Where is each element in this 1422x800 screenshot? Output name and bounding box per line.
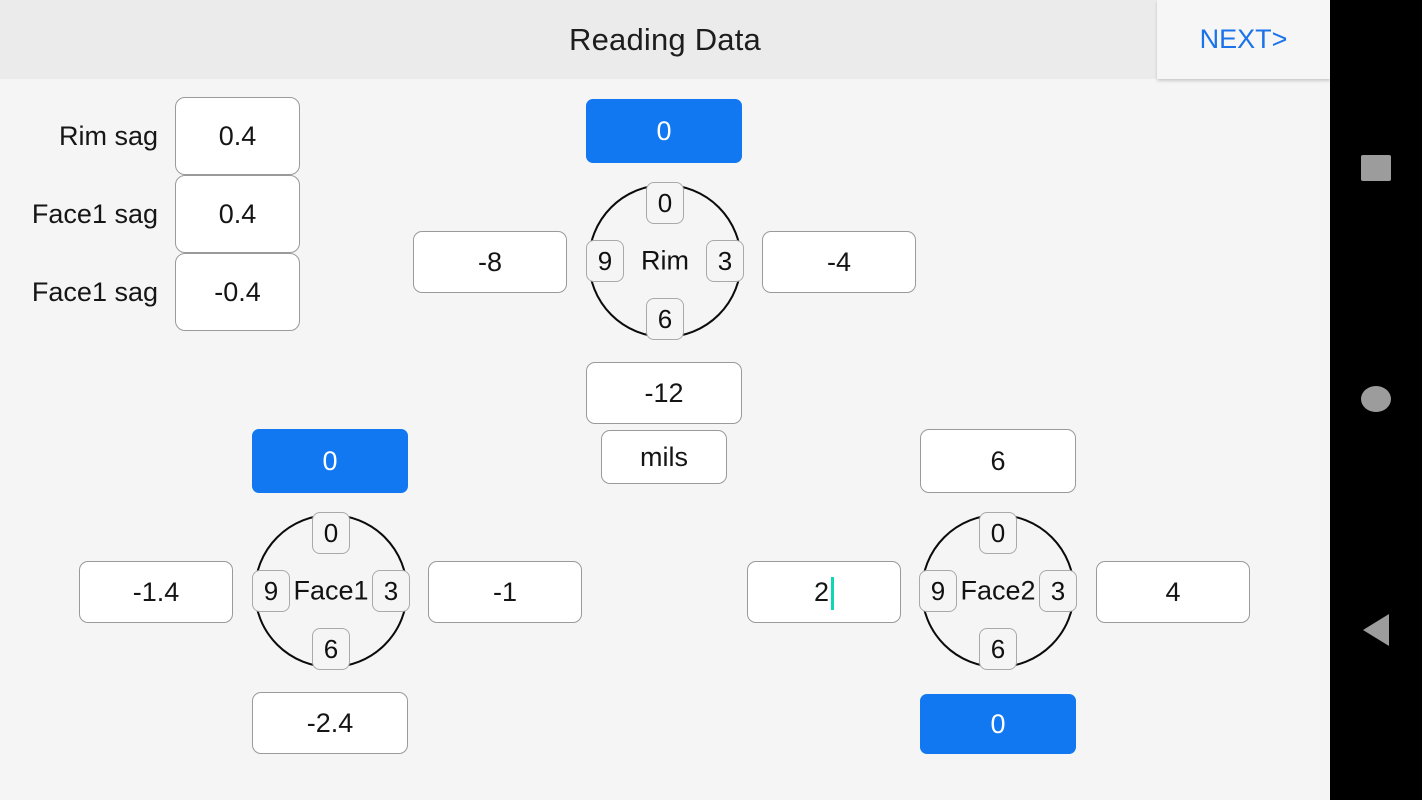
face2-reading-bottom[interactable]: 0 bbox=[920, 694, 1076, 754]
sag-input-rim[interactable]: 0.4 bbox=[175, 97, 300, 175]
dial-tick-face1-9[interactable]: 9 bbox=[252, 570, 290, 612]
circle-icon[interactable] bbox=[1361, 386, 1391, 412]
dial-tick-rim-3[interactable]: 3 bbox=[706, 240, 744, 282]
rim-reading-top[interactable]: 0 bbox=[586, 99, 742, 163]
face2-reading-right[interactable]: 4 bbox=[1096, 561, 1250, 623]
dial-label-face2: Face2 bbox=[960, 575, 1036, 606]
rim-reading-bottom[interactable]: -12 bbox=[586, 362, 742, 424]
triangle-left-icon[interactable] bbox=[1363, 614, 1389, 646]
next-button[interactable]: NEXT> bbox=[1157, 0, 1330, 79]
face1-dial[interactable]: Face1 0 3 6 9 bbox=[252, 512, 410, 670]
dial-label-rim: Rim bbox=[641, 245, 689, 276]
face2-dial[interactable]: Face2 0 3 6 9 bbox=[919, 512, 1077, 670]
dial-tick-face2-0[interactable]: 0 bbox=[979, 512, 1017, 554]
dial-tick-face1-3[interactable]: 3 bbox=[372, 570, 410, 612]
dial-tick-face1-6[interactable]: 6 bbox=[312, 628, 350, 670]
face1-reading-bottom[interactable]: -2.4 bbox=[252, 692, 408, 754]
rim-reading-right[interactable]: -4 bbox=[762, 231, 916, 293]
text-caret bbox=[831, 576, 835, 610]
rim-unit-field[interactable]: mils bbox=[601, 430, 727, 484]
face1-reading-left[interactable]: -1.4 bbox=[79, 561, 233, 623]
page-title: Reading Data bbox=[569, 22, 761, 57]
app-content: Reading Data NEXT> Rim sag 0.4 Face1 sag… bbox=[0, 0, 1330, 754]
android-navigation-bar bbox=[1330, 0, 1422, 800]
dial-tick-face2-6[interactable]: 6 bbox=[979, 628, 1017, 670]
face2-reading-top[interactable]: 6 bbox=[920, 429, 1076, 493]
face1-reading-right[interactable]: -1 bbox=[428, 561, 582, 623]
face2-reading-left-value: 2 bbox=[813, 576, 830, 607]
dial-tick-face2-9[interactable]: 9 bbox=[919, 570, 957, 612]
sag-label-face1: Face1 sag bbox=[31, 198, 158, 229]
sag-input-face2[interactable]: -0.4 bbox=[175, 253, 300, 331]
face1-reading-top[interactable]: 0 bbox=[252, 429, 408, 493]
app-header: Reading Data NEXT> bbox=[0, 0, 1330, 79]
sag-label-face2: Face1 sag bbox=[31, 276, 158, 307]
dial-tick-rim-9[interactable]: 9 bbox=[586, 240, 624, 282]
face2-reading-left[interactable]: 2 bbox=[747, 561, 901, 623]
sag-label-rim: Rim sag bbox=[58, 120, 158, 151]
dial-tick-face1-0[interactable]: 0 bbox=[312, 512, 350, 554]
sag-input-face1[interactable]: 0.4 bbox=[175, 175, 300, 253]
dial-label-face1: Face1 bbox=[293, 575, 369, 606]
dial-tick-face2-3[interactable]: 3 bbox=[1039, 570, 1077, 612]
rim-dial[interactable]: Rim 0 3 6 9 bbox=[586, 182, 744, 340]
dial-tick-rim-0[interactable]: 0 bbox=[646, 182, 684, 224]
square-icon[interactable] bbox=[1361, 155, 1391, 181]
next-button-label[interactable]: NEXT> bbox=[1199, 24, 1288, 54]
rim-reading-left[interactable]: -8 bbox=[413, 231, 567, 293]
dial-tick-rim-6[interactable]: 6 bbox=[646, 298, 684, 340]
